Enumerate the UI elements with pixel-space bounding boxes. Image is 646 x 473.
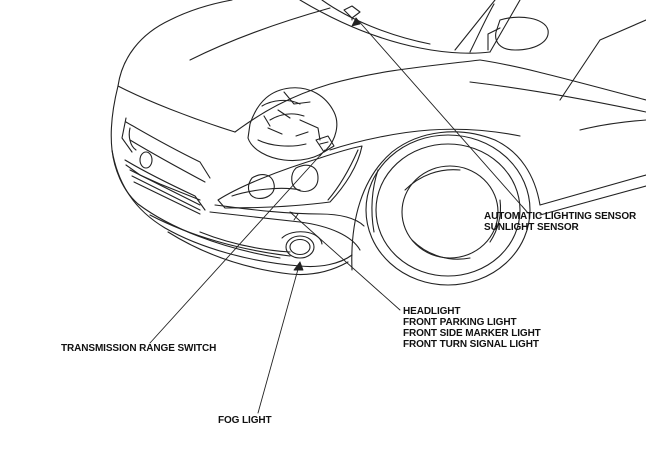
label-front-turn-signal-light: FRONT TURN SIGNAL LIGHT: [403, 339, 539, 350]
headlight-assembly: [217, 145, 363, 209]
label-sunlight-sensor-line: SUNLIGHT SENSOR: [484, 222, 579, 233]
label-headlight-group: HEADLIGHT FRONT PARKING LIGHT FRONT SIDE…: [403, 306, 541, 350]
front-bumper: [111, 149, 365, 276]
front-wheel: [365, 134, 531, 286]
label-automatic-lighting-sensor-line: AUTOMATIC LIGHTING SENSOR: [484, 211, 637, 222]
fog-light-shape: [281, 231, 323, 259]
label-transmission-range-switch: TRANSMISSION RANGE SWITCH: [61, 343, 217, 354]
leader-lines: [149, 17, 529, 414]
car-body: [117, 0, 646, 271]
sunlight-sensor: [343, 5, 361, 21]
side-mirror: [487, 16, 549, 51]
transmission-unit: [247, 87, 338, 162]
label-front-parking-light: FRONT PARKING LIGHT: [403, 317, 517, 328]
label-automatic-lighting-sensor: AUTOMATIC LIGHTING SENSOR SUNLIGHT SENSO…: [484, 211, 636, 233]
label-headlight: HEADLIGHT: [403, 306, 461, 317]
label-fog-light: FOG LIGHT: [218, 415, 272, 426]
label-front-side-marker-light: FRONT SIDE MARKER LIGHT: [403, 328, 541, 339]
